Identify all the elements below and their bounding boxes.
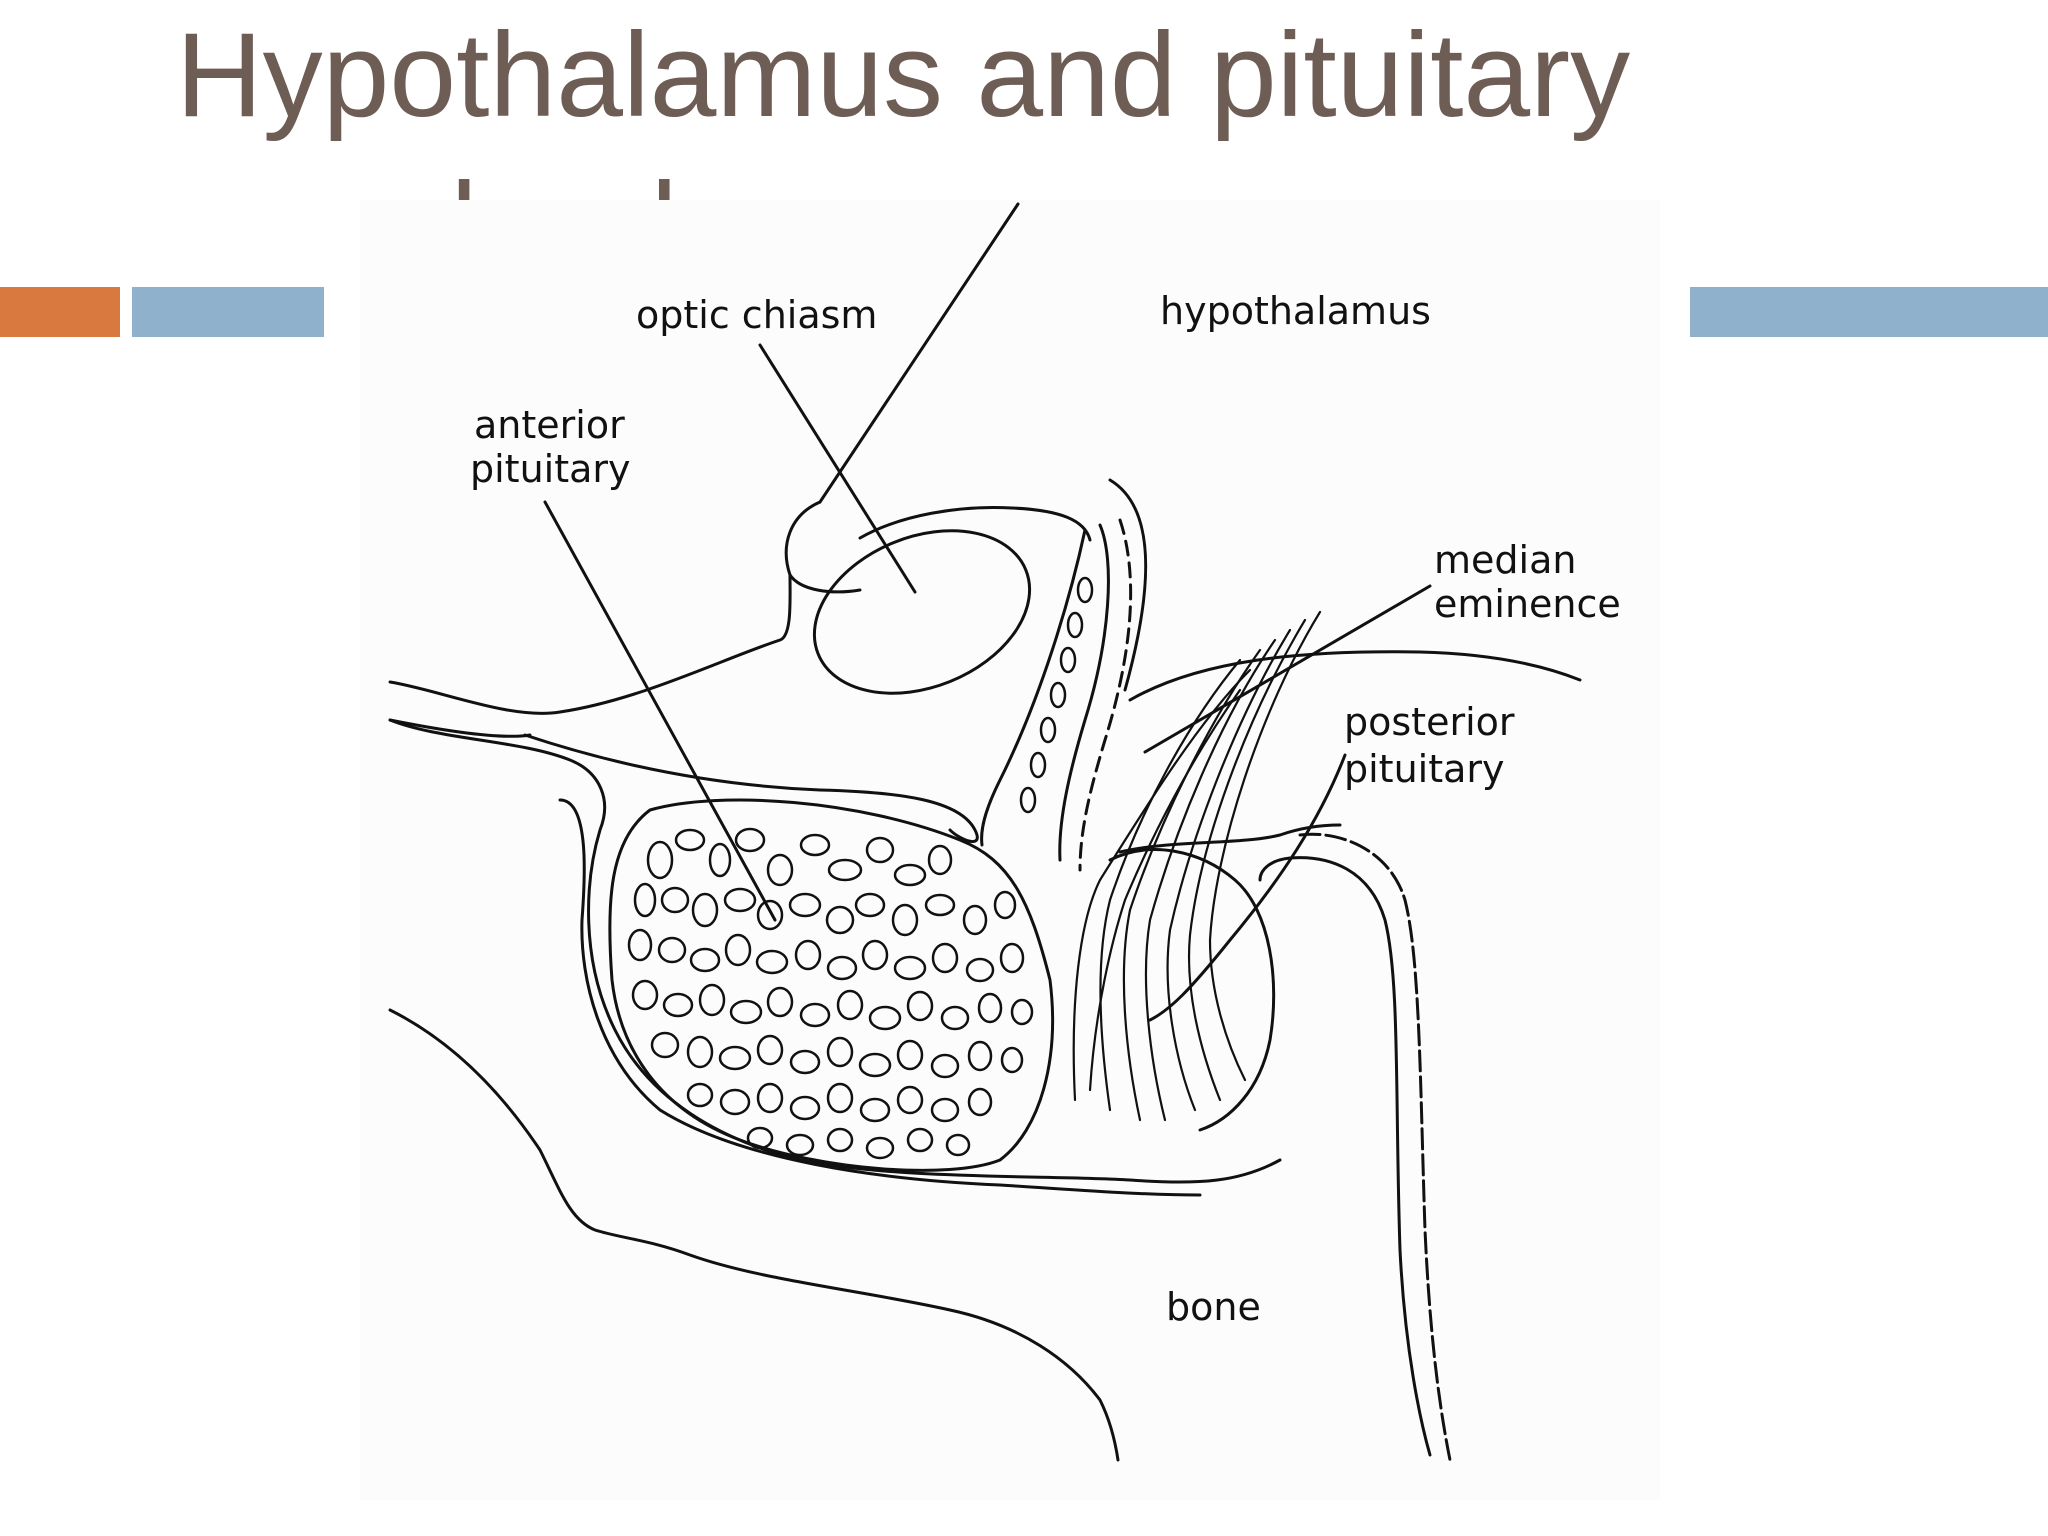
stalk-outer-2 bbox=[1108, 478, 1148, 692]
nerve-fibres bbox=[1072, 610, 1322, 1122]
sella-line-2 bbox=[558, 798, 1202, 1197]
title-line-2: gland bbox=[176, 150, 1776, 208]
leader-median-eminence bbox=[1143, 584, 1432, 754]
accent-bar-orange bbox=[0, 287, 120, 337]
anterior-pituitary-lobe bbox=[608, 798, 1054, 1172]
stalk-left bbox=[980, 528, 1087, 847]
sella-line-1 bbox=[388, 718, 1282, 1184]
sella-right-outer bbox=[1298, 832, 1452, 1462]
hypothalamus-floor bbox=[388, 573, 792, 715]
anterior-cells bbox=[627, 827, 1034, 1160]
ventricle-line-upper bbox=[388, 718, 532, 738]
title-line-1: Hypothalamus and pituitary bbox=[176, 8, 1631, 142]
leader-posterior-pituitary bbox=[1148, 753, 1347, 1022]
slide-title: Hypothalamus and pituitary gland bbox=[176, 0, 1776, 208]
diagram-figure: optic chiasm hypothalamus anterior pitui… bbox=[360, 200, 1660, 1500]
label-median-eminence-1: median bbox=[1434, 538, 1576, 582]
label-hypothalamus: hypothalamus bbox=[1160, 289, 1431, 333]
label-posterior-pituitary-1: posterior bbox=[1344, 700, 1515, 744]
leader-optic-chiasm bbox=[758, 343, 917, 594]
label-anterior-pituitary-2: pituitary bbox=[470, 447, 631, 491]
optic-chiasm bbox=[812, 529, 1032, 695]
pituitary-diagram: optic chiasm hypothalamus anterior pitui… bbox=[388, 202, 1621, 1462]
accent-bar-blue-left bbox=[132, 287, 324, 337]
optic-chiasm-outline bbox=[784, 500, 862, 594]
label-optic-chiasm: optic chiasm bbox=[636, 293, 877, 337]
bone-curve bbox=[388, 1008, 1120, 1462]
posterior-pituitary-lobe bbox=[1108, 848, 1276, 1132]
label-posterior-pituitary-2: pituitary bbox=[1344, 747, 1505, 791]
chiasm-top bbox=[858, 506, 1092, 542]
accent-bar-blue-right bbox=[1690, 287, 2048, 337]
right-lower-curve bbox=[1118, 823, 1342, 854]
label-median-eminence-2: eminence bbox=[1434, 582, 1621, 626]
sella-right-wall bbox=[1258, 856, 1432, 1457]
stalk-outer-dashed bbox=[1078, 518, 1133, 872]
optic-nerve-line bbox=[818, 202, 1020, 504]
leader-anterior-pituitary bbox=[543, 500, 777, 922]
label-bone: bone bbox=[1166, 1285, 1261, 1329]
right-upper-curve bbox=[1128, 650, 1582, 702]
label-anterior-pituitary-1: anterior bbox=[474, 403, 625, 447]
stalk-right bbox=[1058, 523, 1110, 862]
anterior-top bbox=[523, 733, 979, 843]
stalk-cells bbox=[1019, 576, 1094, 814]
